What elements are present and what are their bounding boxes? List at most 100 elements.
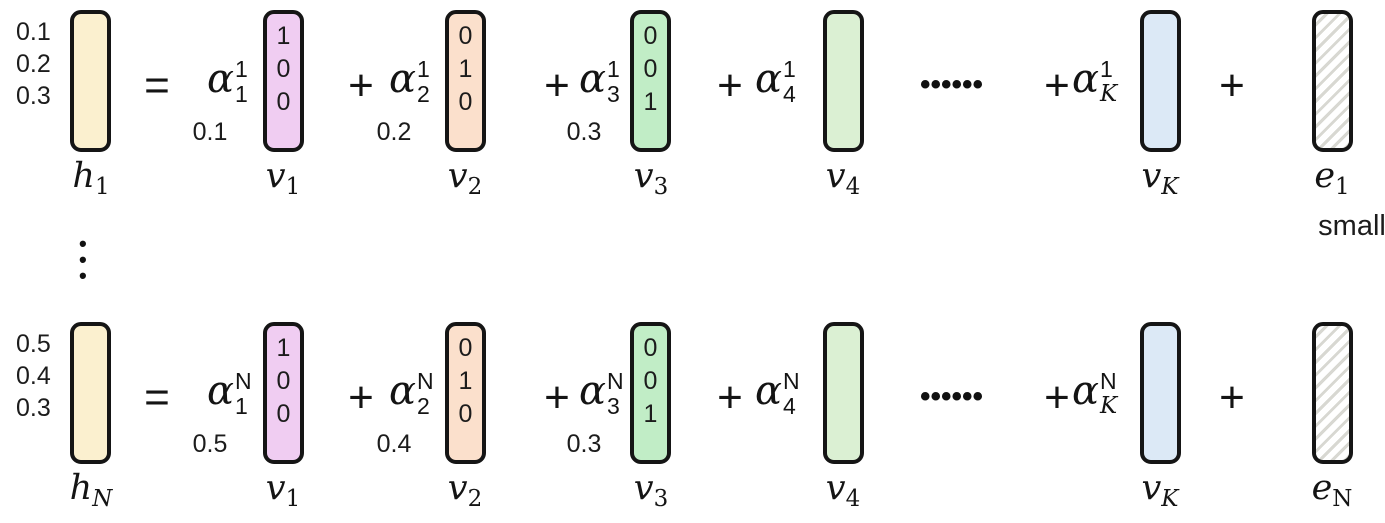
alpha-symbol: α bbox=[579, 56, 607, 102]
basis-vector-bar-v3: 0 0 1 bbox=[630, 322, 671, 464]
bar-digit: 0 bbox=[643, 334, 658, 362]
plus-sign: + bbox=[544, 61, 570, 110]
v4-label-base: v bbox=[825, 468, 846, 508]
v3-label-base: v bbox=[633, 156, 654, 196]
basis-vector-bar-v2: 0 1 0 bbox=[445, 322, 486, 464]
alpha-symbol: α bbox=[207, 56, 235, 102]
hN-vector-bar bbox=[70, 322, 111, 464]
coefficient-value: 0.4 bbox=[376, 430, 412, 458]
plus-sign: + bbox=[1044, 61, 1070, 110]
eN-label-base: e bbox=[1311, 468, 1333, 508]
coefficient-value: 0.1 bbox=[192, 118, 228, 146]
horizontal-ellipsis-icon: •••••• bbox=[920, 68, 984, 101]
plus-sign: + bbox=[717, 61, 743, 110]
bar-digit: 0 bbox=[276, 367, 291, 395]
equals-sign: = bbox=[144, 373, 170, 422]
bar-digit: 0 bbox=[643, 22, 658, 50]
hN-component-values: 0.5 0.4 0.3 bbox=[16, 328, 51, 424]
v2-label-sub: 2 bbox=[467, 486, 483, 512]
bar-digit: 1 bbox=[643, 88, 658, 116]
vK-label-sub: K bbox=[1161, 174, 1179, 200]
v2-label: v2 bbox=[430, 156, 500, 200]
v3-label-sub: 3 bbox=[653, 486, 669, 512]
alpha-subscript: 1 bbox=[235, 81, 248, 107]
bar-digit: 0 bbox=[458, 22, 473, 50]
bar-digit: 1 bbox=[458, 367, 473, 395]
alpha-subscript: K bbox=[1100, 81, 1118, 107]
hN-value: 0.3 bbox=[16, 394, 51, 422]
bar-digit: 0 bbox=[458, 400, 473, 428]
alpha-superscript: 1 bbox=[417, 56, 430, 82]
bar-digit: 0 bbox=[276, 400, 291, 428]
equals-sign: = bbox=[144, 61, 170, 110]
plus-sign: + bbox=[1219, 61, 1245, 110]
coefficient-value: 0.3 bbox=[566, 118, 602, 146]
v4-label-sub: 4 bbox=[845, 174, 861, 200]
v2-label: v2 bbox=[430, 468, 500, 512]
v3-label-base: v bbox=[633, 468, 654, 508]
v2-label-sub: 2 bbox=[467, 174, 483, 200]
error-vector-bar-eN bbox=[1312, 322, 1353, 464]
v1-label-sub: 1 bbox=[285, 174, 301, 200]
bar-digit: 1 bbox=[276, 334, 291, 362]
vK-label: vK bbox=[1125, 468, 1195, 512]
bar-digit: 1 bbox=[643, 400, 658, 428]
bar-digit: 0 bbox=[643, 367, 658, 395]
alpha-superscript: N bbox=[607, 368, 624, 394]
v3-label: v3 bbox=[616, 156, 686, 200]
coefficient-value: 0.5 bbox=[192, 430, 228, 458]
plus-sign: + bbox=[1219, 373, 1245, 422]
h1-component-values: 0.1 0.2 0.3 bbox=[16, 16, 51, 112]
alpha-symbol: α bbox=[389, 368, 417, 414]
alpha-superscript: N bbox=[235, 368, 252, 394]
alpha-subscript: 1 bbox=[235, 393, 248, 419]
v4-label-base: v bbox=[825, 156, 846, 196]
alpha-superscript: 1 bbox=[607, 56, 620, 82]
e1-label-sub: 1 bbox=[1335, 174, 1350, 200]
error-small-note: small bbox=[1318, 210, 1385, 242]
plus-sign: + bbox=[348, 61, 374, 110]
alpha-superscript: 1 bbox=[1100, 56, 1113, 82]
plus-sign: + bbox=[348, 373, 374, 422]
e1-label-base: e bbox=[1314, 156, 1336, 196]
vK-label-sub: K bbox=[1161, 486, 1179, 512]
alpha-subscript: 4 bbox=[783, 393, 796, 419]
v1-label-base: v bbox=[265, 156, 286, 196]
coefficient-value: 0.3 bbox=[566, 430, 602, 458]
alpha-symbol: α bbox=[1072, 56, 1100, 102]
basis-vector-bar-vK bbox=[1140, 322, 1181, 464]
h1-vector-bar bbox=[70, 10, 111, 152]
alpha-subscript: 3 bbox=[607, 81, 620, 107]
alpha-symbol: α bbox=[389, 56, 417, 102]
alpha-symbol: α bbox=[207, 368, 235, 414]
bar-digit: 0 bbox=[643, 55, 658, 83]
v1-label: v1 bbox=[248, 156, 318, 200]
v4-label: v4 bbox=[808, 468, 878, 512]
v2-label-base: v bbox=[447, 156, 468, 196]
e1-label: e1 bbox=[1297, 156, 1367, 200]
vK-label-base: v bbox=[1141, 156, 1162, 196]
alpha-subscript: 2 bbox=[417, 393, 430, 419]
plus-sign: + bbox=[544, 373, 570, 422]
bar-digit: 0 bbox=[458, 334, 473, 362]
alpha-subscript: 4 bbox=[783, 81, 796, 107]
alpha-superscript: N bbox=[1100, 368, 1117, 394]
alpha-superscript: N bbox=[417, 368, 434, 394]
h1-label: h1 bbox=[56, 156, 126, 200]
alpha-superscript: 1 bbox=[783, 56, 796, 82]
v4-label-sub: 4 bbox=[845, 486, 861, 512]
basis-vector-bar-v4 bbox=[823, 10, 864, 152]
alpha-subscript: K bbox=[1100, 393, 1118, 419]
h1-value: 0.3 bbox=[16, 82, 51, 110]
hN-value: 0.4 bbox=[16, 362, 51, 390]
horizontal-ellipsis-icon: •••••• bbox=[920, 380, 984, 413]
v1-label: v1 bbox=[248, 468, 318, 512]
